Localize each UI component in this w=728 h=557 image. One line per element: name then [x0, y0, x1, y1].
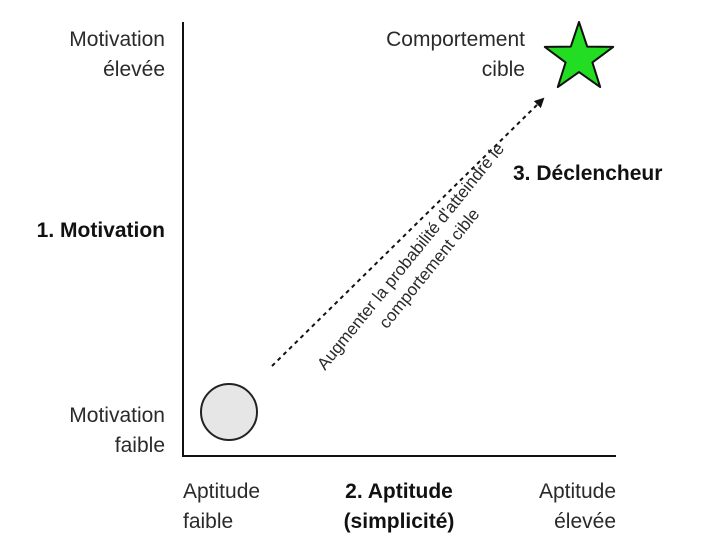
start-circle-marker — [200, 383, 258, 441]
x-axis-right-label: Aptitude élevée — [538, 480, 616, 533]
probability-arrow — [271, 97, 545, 367]
trigger-heading: 3. Déclencheur — [513, 162, 663, 185]
y-axis-top-label: Motivation élevée — [69, 28, 165, 81]
aptitude-heading: 2. Aptitude (simplicité) — [343, 480, 455, 533]
arrow-label: Augmenter la probabilité d'atteindre le … — [313, 136, 528, 388]
x-axis-left-label: Aptitude faible — [183, 480, 261, 533]
star-icon — [543, 21, 615, 89]
target-behavior-label: Comportement cible — [386, 28, 525, 81]
motivation-heading: 1. Motivation — [36, 219, 165, 242]
y-axis-bottom-label: Motivation faible — [69, 404, 165, 457]
